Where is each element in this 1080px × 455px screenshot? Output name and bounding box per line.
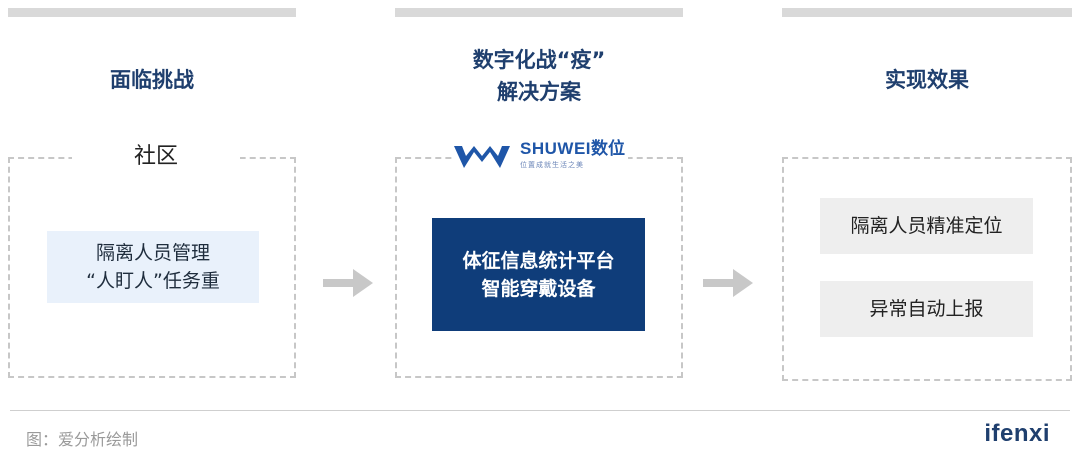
effect-item-2: 异常自动上报: [820, 281, 1033, 337]
solution-card-line2: 智能穿戴设备: [481, 277, 596, 300]
top-bar-right: [782, 8, 1072, 17]
arrow-right-icon: [703, 269, 753, 297]
solution-title-line1: 数字化战“疫”: [472, 48, 606, 72]
challenge-title: 面临挑战: [110, 68, 194, 92]
effect-box: [782, 157, 1072, 381]
solution-card: 体征信息统计平台 智能穿戴设备: [432, 218, 645, 331]
ifenxi-logo: ifenxi: [984, 420, 1050, 447]
top-bar-left: [8, 8, 296, 17]
solution-title-line2: 解决方案: [497, 80, 581, 104]
challenge-card-line2: “人盯人”任务重: [86, 270, 220, 292]
challenge-card-line1: 隔离人员管理: [95, 242, 210, 264]
effect-title: 实现效果: [885, 68, 969, 92]
top-bar-middle: [395, 8, 683, 17]
logo-slogan: 位置成就生活之美: [520, 161, 584, 169]
source-caption: 图：爱分析绘制: [26, 430, 139, 449]
arrow-right-icon: [323, 269, 373, 297]
footer-divider: [10, 410, 1070, 411]
logo-cn: 数位: [591, 139, 625, 159]
shuwei-logo: SHUWEI数位 位置成就生活之美: [452, 140, 628, 174]
logo-latin: SHUWEI: [520, 139, 591, 158]
challenge-label: 社区: [72, 142, 240, 172]
effect-item-1: 隔离人员精准定位: [820, 198, 1033, 254]
solution-title: 数字化战“疫” 解决方案: [395, 44, 683, 108]
challenge-card: 隔离人员管理 “人盯人”任务重: [47, 231, 259, 303]
shuwei-logo-icon: [454, 146, 510, 168]
solution-card-line1: 体征信息统计平台: [462, 249, 615, 272]
